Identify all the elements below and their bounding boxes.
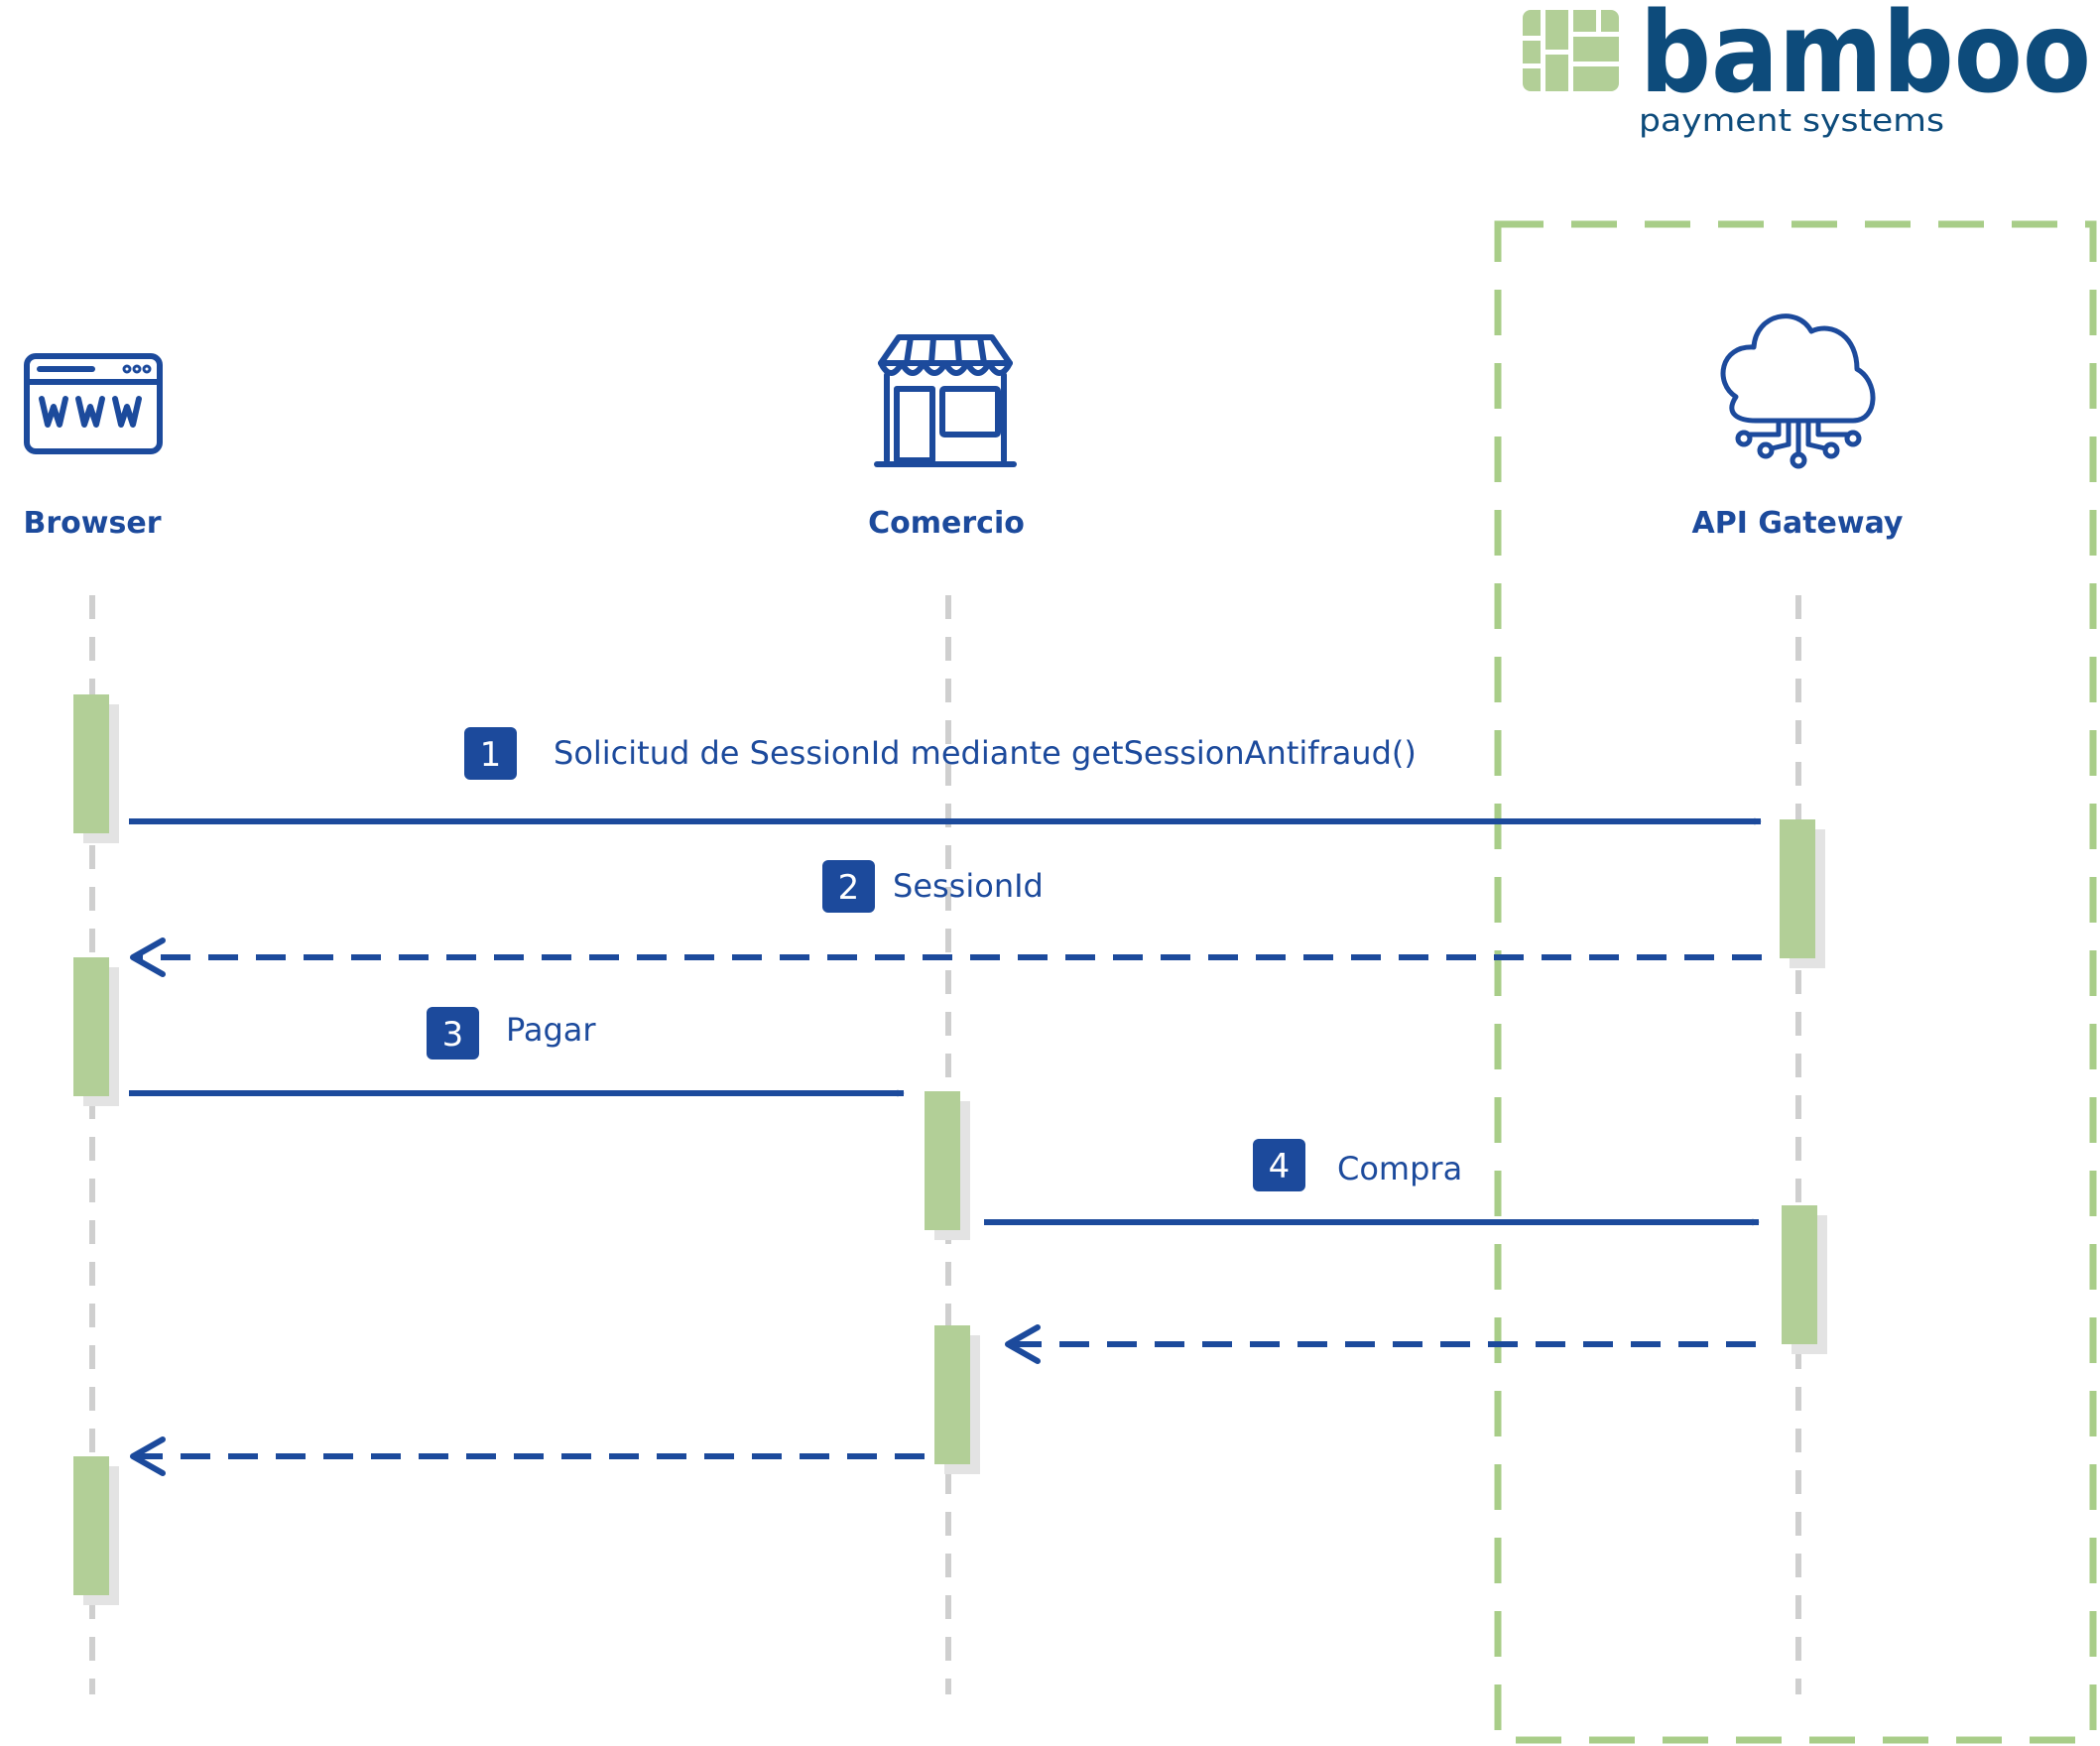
activation-comercio-2 [934, 1325, 980, 1474]
actor-label-comercio: Comercio [868, 506, 1025, 541]
step-badge [464, 727, 517, 780]
activation-gateway-1 [1780, 819, 1825, 968]
gateway-boundary [1494, 220, 2097, 1744]
brand-tagline: payment systems [1639, 103, 1944, 139]
message-3: 3 Pagar [129, 1007, 905, 1097]
open-arrowhead [1005, 1324, 1041, 1364]
actor-label-gateway: API Gateway [1692, 506, 1904, 541]
activation-gateway-2 [1782, 1205, 1827, 1354]
step-number: 3 [442, 1015, 464, 1055]
message-label: Pagar [506, 1011, 596, 1049]
open-arrowhead [130, 937, 166, 977]
activation-bars [73, 694, 1827, 1605]
open-arrowhead [130, 1436, 166, 1476]
step-badge [822, 860, 875, 913]
step-badge [427, 1007, 479, 1060]
message-label: Solicitud de SessionId mediante getSessi… [554, 734, 1417, 772]
step-number: 2 [838, 868, 860, 908]
activation-browser-3 [73, 1456, 119, 1605]
storefront-icon [874, 334, 1017, 467]
activation-browser-2 [73, 957, 119, 1106]
brand-logo: bamboo payment systems [1523, 0, 2091, 139]
message-6 [130, 1436, 925, 1476]
actor-label-browser: Browser [24, 506, 162, 541]
message-1: 1 Solicitud de SessionId mediante getSes… [129, 727, 1762, 825]
message-label: SessionId [893, 867, 1044, 905]
www-browser-icon [24, 353, 163, 454]
activation-browser-1 [73, 694, 119, 843]
step-number: 1 [480, 735, 502, 775]
message-label: Compra [1337, 1150, 1462, 1187]
message-4: 4 Compra [984, 1139, 1760, 1226]
step-number: 4 [1269, 1147, 1291, 1186]
message-2: 2 SessionId [130, 860, 1762, 977]
cloud-network-icon [1720, 313, 1876, 469]
activation-comercio-1 [925, 1091, 970, 1240]
step-badge [1253, 1139, 1305, 1191]
brand-name: bamboo [1640, 0, 2091, 118]
message-5 [1005, 1324, 1756, 1364]
bamboo-grid-icon [1523, 10, 1619, 91]
